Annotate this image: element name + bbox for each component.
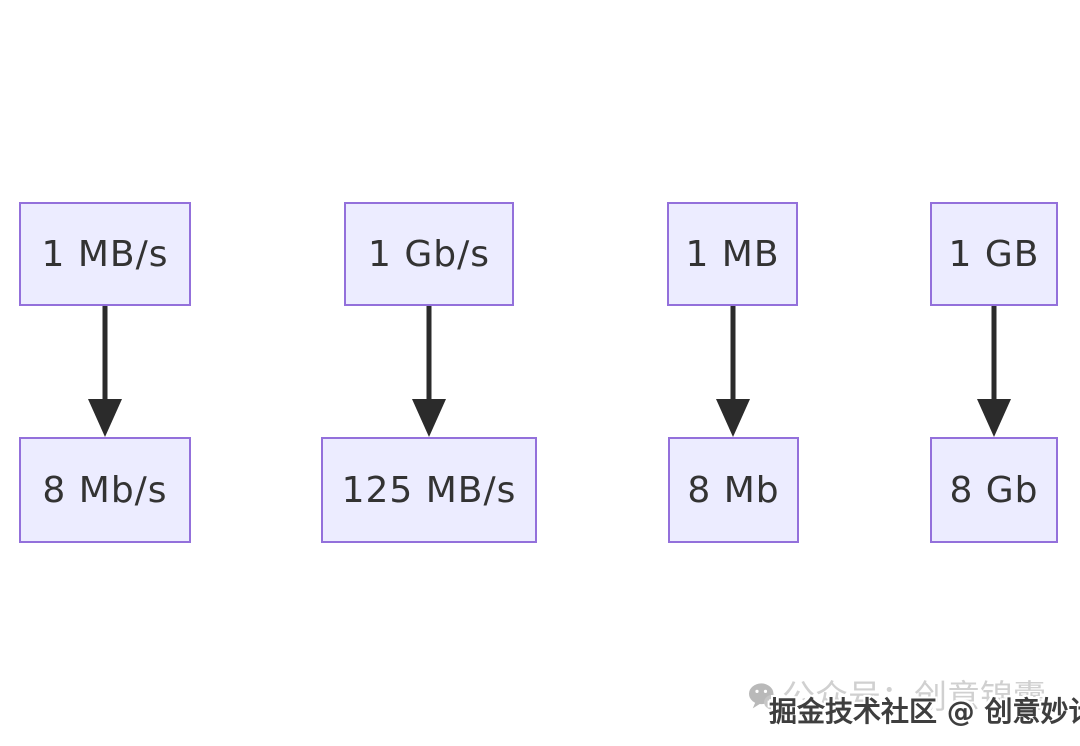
arrow-shaft <box>102 306 108 403</box>
flow-node-bottom-3: 8 Mb <box>668 437 799 543</box>
arrow-shaft <box>730 306 736 403</box>
down-arrow-2 <box>411 306 447 437</box>
flow-node-bottom-1: 8 Mb/s <box>19 437 191 543</box>
arrow-shaft <box>426 306 432 403</box>
flow-node-top-3: 1 MB <box>667 202 798 306</box>
flow-node-top-1: 1 MB/s <box>19 202 191 306</box>
wechat-icon <box>748 682 782 714</box>
arrow-head-icon <box>88 399 122 437</box>
flow-node-top-4: 1 GB <box>930 202 1058 306</box>
down-arrow-1 <box>87 306 123 437</box>
flow-node-bottom-2: 125 MB/s <box>321 437 537 543</box>
down-arrow-4 <box>976 306 1012 437</box>
arrow-head-icon <box>412 399 446 437</box>
watermark-background-text: 公众号：创意锦囊 <box>782 677 1046 716</box>
flow-node-bottom-4: 8 Gb <box>930 437 1058 543</box>
arrow-head-icon <box>977 399 1011 437</box>
arrow-shaft <box>991 306 997 403</box>
arrow-head-icon <box>716 399 750 437</box>
flow-node-top-2: 1 Gb/s <box>344 202 514 306</box>
down-arrow-3 <box>715 306 751 437</box>
watermark-foreground-text: 掘金技术社区 @ 创意妙计 <box>769 695 1080 728</box>
